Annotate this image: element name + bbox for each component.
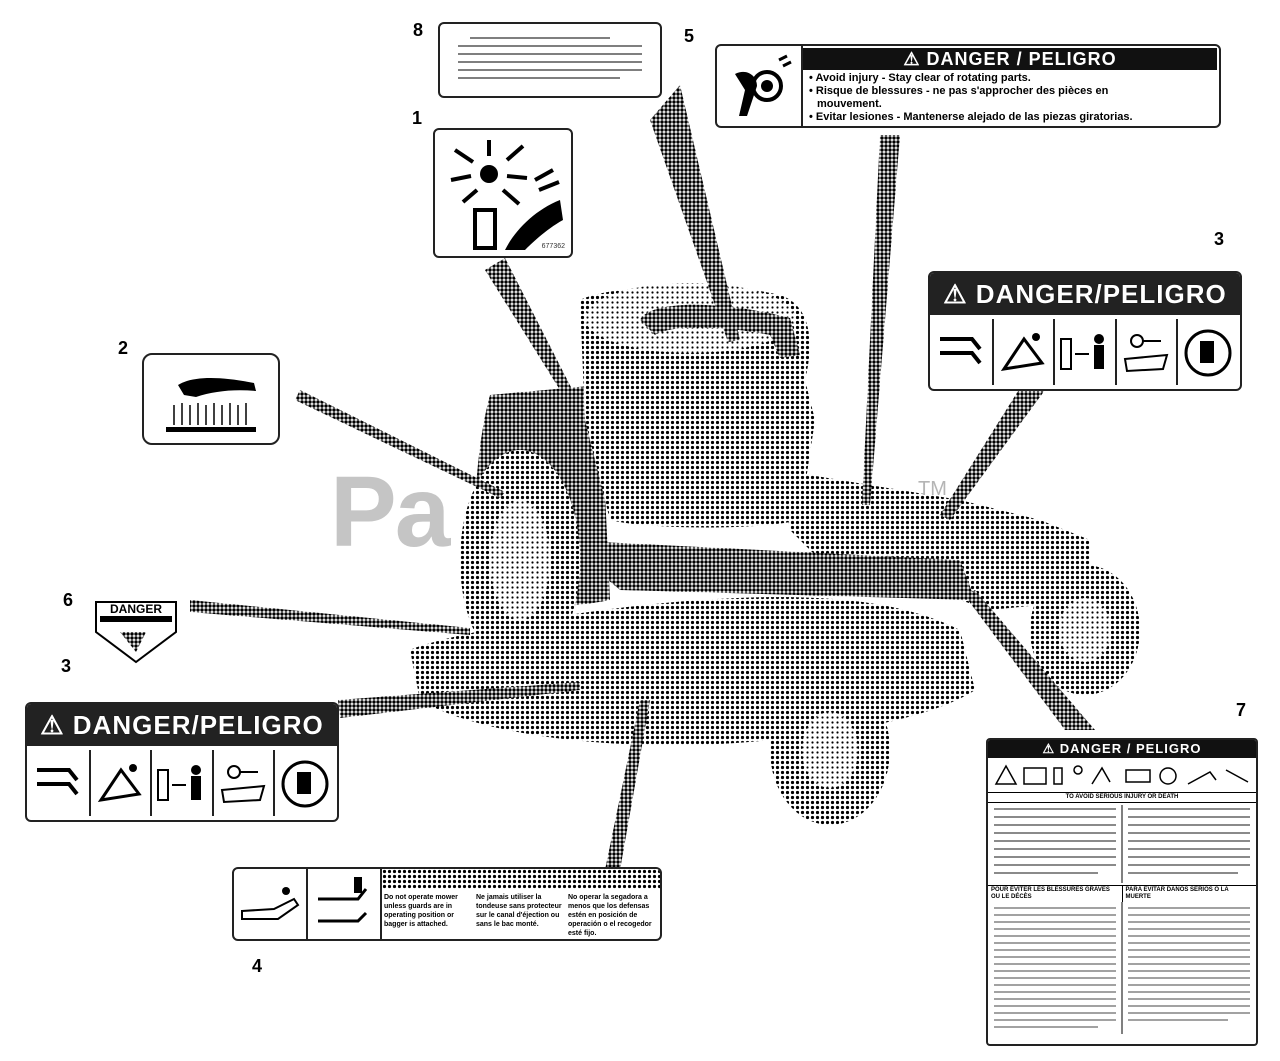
decal-2-hot-surface: [142, 353, 280, 445]
decal-7-header: ⚠ DANGER / PELIGRO: [988, 740, 1256, 758]
thrown-debris-icon: [1000, 333, 1045, 372]
decal-7-subtitle: TO AVOID SERIOUS INJURY OR DEATH: [988, 792, 1256, 803]
callout-7: 7: [1236, 700, 1247, 720]
callout-6: 6: [63, 590, 74, 610]
decal-7-header-fr: POUR ÉVITER LES BLESSURES GRAVES OU LE D…: [988, 886, 1123, 902]
decal-4-col-en: Do not operate mower unless guards are i…: [384, 893, 472, 929]
picto-cell-read-manual: [275, 750, 335, 816]
decal-7-section-headers: POUR ÉVITER LES BLESSURES GRAVES OU LE D…: [988, 885, 1256, 902]
leader-lines: [190, 85, 1095, 870]
decal-4-text-fr: Ne jamais utiliser la tondeuse sans prot…: [476, 894, 562, 928]
entanglement-icon: [735, 54, 792, 116]
decal-3-right-pictos: [932, 319, 1238, 385]
decal-4-picto-hand: [234, 869, 308, 939]
decal-6-danger-shield: DANGER: [90, 596, 182, 666]
decal-7-fr-es-text: [994, 902, 1250, 1034]
decal-8-fine-print: [438, 22, 662, 98]
remove-key-icon: [1123, 334, 1169, 373]
decal-4-col-fr: Ne jamais utiliser la tondeuse sans prot…: [476, 893, 564, 929]
callout-8: 8: [413, 20, 424, 40]
decal-7-safety-instructions: ⚠ DANGER / PELIGRO TO AVOID SERIOUS INJU…: [986, 738, 1258, 1046]
picto-cell-thrown-debris: [994, 319, 1056, 385]
callout-3-right: 3: [1214, 229, 1225, 249]
remove-key-icon: [220, 765, 266, 804]
picto-cell-keep-distance: [152, 750, 214, 816]
decal-1-code: 677362: [541, 243, 565, 250]
rotating-parts-picto: [717, 46, 803, 126]
decal-7-english-text: [994, 805, 1250, 883]
picto-cell-thrown-debris: [91, 750, 153, 816]
decal-3-right-header: ⚠ DANGER/PELIGRO: [930, 273, 1240, 315]
decal-5-line-2: • Risque de blessures - ne pas s'approch…: [809, 85, 1109, 97]
hot-surface-icon: [166, 378, 256, 432]
callout-3-left: 3: [61, 656, 72, 676]
read-manual-icon: [281, 760, 329, 808]
decal-5-line-1: • Avoid injury - Stay clear of rotating …: [809, 72, 1031, 84]
watermark-trademark: TM: [918, 478, 947, 500]
decal-7-picto-strip: [994, 764, 1249, 785]
decal-4-text-es: No operar la segadora a menos que los de…: [568, 894, 652, 937]
read-manual-icon: [1184, 329, 1232, 377]
thrown-objects-icon: [450, 140, 563, 250]
decal-6-header: DANGER: [109, 602, 162, 616]
picto-cell-hand-entanglement: [29, 750, 91, 816]
keep-distance-icon: [1060, 334, 1105, 370]
thrown-debris-icon: [97, 764, 142, 803]
callout-1: 1: [412, 108, 423, 128]
decal-4-col-es: No operar la segadora a menos que los de…: [568, 893, 658, 938]
keep-distance-icon: [157, 765, 202, 801]
decal-5-line-4: • Evitar lesiones - Mantenerse alejado d…: [809, 111, 1133, 123]
hand-chute-icon: [241, 887, 300, 920]
hand-blade-icon: [37, 768, 79, 796]
picto-cell-remove-key: [214, 750, 276, 816]
guard-position-icon: [318, 877, 368, 923]
decal-1-thrown-objects: 677362: [433, 128, 573, 258]
decal-4-header-halftone: [382, 869, 660, 889]
hand-blade-icon: [940, 337, 982, 365]
callout-4: 4: [252, 956, 263, 976]
callout-2: 2: [118, 338, 129, 358]
decal-3-right-danger: ⚠ DANGER/PELIGRO: [928, 271, 1242, 391]
fine-print-lines: [458, 37, 642, 79]
danger-shield-shape: [95, 601, 177, 664]
decal-5-text: • Avoid injury - Stay clear of rotating …: [809, 72, 1199, 124]
picto-cell-read-manual: [1178, 319, 1238, 385]
decal-5-line-3: mouvement.: [817, 98, 882, 110]
picto-cell-keep-distance: [1055, 319, 1117, 385]
decal-4-text-en: Do not operate mower unless guards are i…: [384, 894, 458, 928]
decal-3-left-pictos: [29, 750, 335, 816]
decal-4-header-band: [382, 869, 660, 889]
picto-cell-remove-key: [1117, 319, 1179, 385]
decal-3-left-header: ⚠ DANGER/PELIGRO: [27, 704, 337, 746]
watermark: Pa: [330, 456, 450, 568]
mower-illustration: [410, 283, 1140, 825]
decal-3-left-danger: ⚠ DANGER/PELIGRO: [25, 702, 339, 822]
decal-4-picto-guard: [308, 869, 382, 939]
decal-7-header-es: PARA EVITAR DAÑOS SERIOS O LA MUERTE: [1125, 887, 1229, 900]
callout-5: 5: [684, 26, 695, 46]
decal-5-rotating-parts: ⚠ DANGER / PELIGRO • Avoid injury - Stay…: [715, 44, 1221, 128]
decal-4-discharge-guard: Do not operate mower unless guards are i…: [232, 867, 662, 941]
decal-5-header: ⚠ DANGER / PELIGRO: [803, 48, 1217, 70]
picto-cell-hand-entanglement: [932, 319, 994, 385]
